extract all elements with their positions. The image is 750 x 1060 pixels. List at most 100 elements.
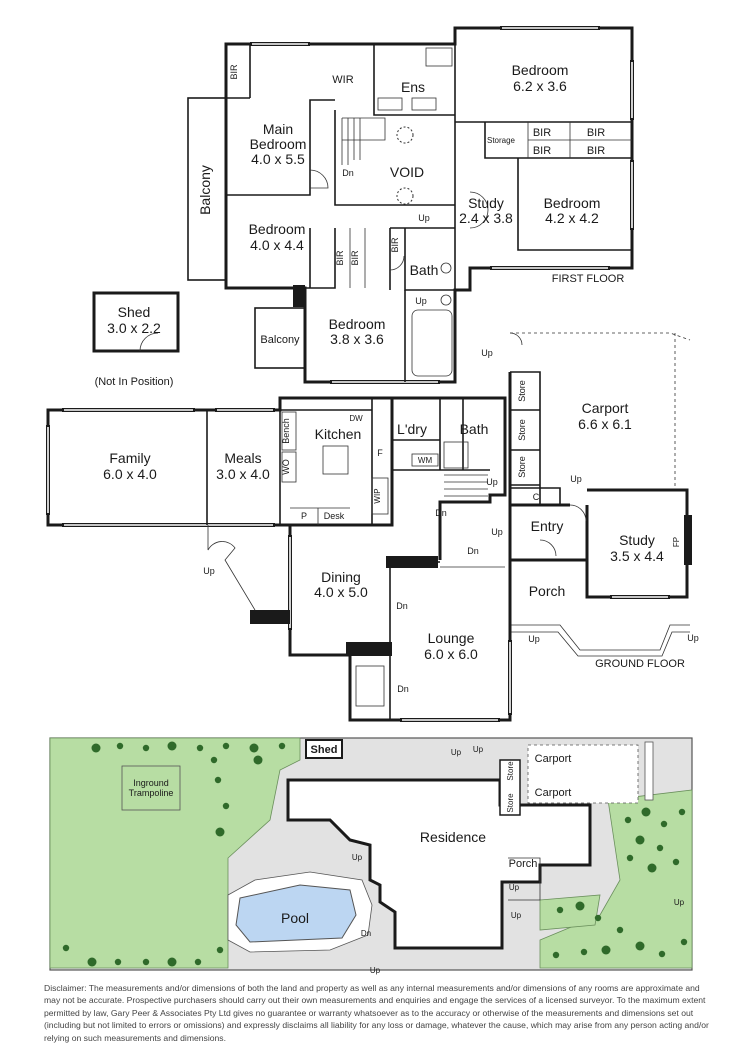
ff-bir-g: BIR	[390, 237, 400, 253]
site-shed	[305, 739, 343, 759]
ff-bir-a: BIR	[533, 127, 551, 139]
site-lawn-right	[539, 789, 693, 969]
gf-up-meals: Up	[203, 566, 215, 576]
site-trees	[62, 741, 688, 967]
disclaimer: Disclaimer: The measurements and/or dime…	[44, 983, 709, 1043]
tree-icon	[167, 741, 177, 751]
gf-wo: WO	[281, 459, 291, 475]
tree-icon	[616, 926, 624, 934]
site-up-3: Up	[352, 853, 363, 862]
ff-main-bedroom-name1: Main	[263, 121, 293, 137]
tree-icon	[142, 958, 150, 966]
tree-icon	[658, 950, 666, 958]
tree-icon	[647, 863, 657, 873]
gf-c: C	[533, 492, 540, 502]
shed-note: (Not In Position)	[95, 376, 174, 388]
ff-bir-b: BIR	[587, 127, 605, 139]
gf-family-name: Family	[109, 450, 150, 466]
ff-bedroom2-name: Bedroom	[544, 195, 601, 211]
tree-icon	[580, 948, 588, 956]
gf-carport-name: Carport	[582, 400, 629, 416]
gf-bench: Bench	[281, 418, 291, 444]
gf-carport-size: 6.6 x 6.1	[578, 416, 632, 432]
gf-store2: Store	[517, 419, 527, 441]
shed-plan	[92, 291, 180, 353]
site-pool-label: Pool	[281, 910, 309, 926]
tree-icon	[672, 858, 680, 866]
site-residence-label: Residence	[420, 829, 486, 845]
gf-dn-hall: Dn	[467, 546, 479, 556]
tree-icon	[116, 742, 124, 750]
tree-icon	[626, 854, 634, 862]
site-carport-1: Carport	[535, 753, 572, 765]
tree-icon	[601, 945, 611, 955]
site-up-2: Up	[473, 745, 484, 754]
ground-floor-label: GROUND FLOOR	[595, 658, 685, 670]
tree-icon	[222, 742, 230, 750]
gf-lounge-name: Lounge	[428, 630, 475, 646]
gf-wip: WIP	[373, 488, 382, 503]
tree-icon	[660, 820, 668, 828]
gf-meals-size: 3.0 x 4.0	[216, 466, 270, 482]
ff-bir-top: BIR	[229, 64, 239, 80]
gf-study-name: Study	[619, 532, 655, 548]
gf-up-entry: Up	[491, 527, 503, 537]
site-store-2: Store	[506, 793, 515, 813]
gf-dining-size: 4.0 x 5.0	[314, 584, 368, 600]
tree-icon	[678, 808, 686, 816]
site-up-5: Up	[511, 911, 522, 920]
shed-name: Shed	[118, 304, 151, 320]
first-floor	[187, 26, 634, 384]
site-up-7: Up	[370, 966, 381, 975]
ff-balcony-left: Balcony	[197, 165, 213, 215]
ff-bedroom1-size: 6.2 x 3.6	[513, 78, 567, 94]
ff-bath: Bath	[410, 262, 439, 278]
gf-desk: Desk	[324, 511, 345, 521]
ff-bedroom4-name: Bedroom	[329, 316, 386, 332]
ff-wir: WIR	[332, 74, 353, 86]
ground-floor	[46, 332, 692, 722]
ff-bedroom4-size: 3.8 x 3.6	[330, 331, 384, 347]
tree-icon	[635, 835, 645, 845]
tree-icon	[210, 756, 218, 764]
first-floor-label: FIRST FLOOR	[552, 273, 625, 285]
tree-icon	[222, 802, 230, 810]
gf-dining-name: Dining	[321, 569, 361, 585]
gf-family-size: 6.0 x 4.0	[103, 466, 157, 482]
site-trampoline-1: Inground	[133, 778, 169, 788]
gf-fp: FP	[672, 537, 681, 547]
site-up-6: Up	[674, 898, 685, 907]
tree-icon	[216, 946, 224, 954]
tree-icon	[167, 957, 177, 967]
ff-void: VOID	[390, 164, 424, 180]
gf-up-stair: Up	[486, 477, 498, 487]
ff-balcony-small: Balcony	[260, 334, 300, 346]
tree-icon	[62, 944, 70, 952]
gf-dw: DW	[349, 414, 363, 423]
ff-bir-c: BIR	[533, 145, 551, 157]
gf-study-size: 3.5 x 4.4	[610, 548, 664, 564]
site-trampoline-2: Trampoline	[129, 788, 174, 798]
gf-dn-stair: Dn	[435, 508, 447, 518]
site-dn-1: Dn	[361, 929, 371, 938]
ff-storage: Storage	[487, 136, 516, 145]
tree-icon	[278, 742, 286, 750]
ff-bir-e: BIR	[335, 250, 345, 266]
tree-icon	[680, 938, 688, 946]
tree-icon	[249, 743, 259, 753]
tree-icon	[196, 744, 204, 752]
shed-size: 3.0 x 2.2	[107, 320, 161, 336]
ff-bedroom1-name: Bedroom	[512, 62, 569, 78]
ff-bedroom2-size: 4.2 x 4.2	[545, 210, 599, 226]
tree-icon	[114, 958, 122, 966]
tree-icon	[552, 951, 560, 959]
gf-store1: Store	[517, 380, 527, 402]
gf-f: F	[377, 448, 383, 458]
tree-icon	[594, 914, 602, 922]
tree-icon	[656, 844, 664, 852]
tree-icon	[556, 906, 564, 914]
gf-laundry: L'dry	[397, 421, 427, 437]
tree-icon	[635, 941, 645, 951]
gf-store3: Store	[517, 456, 527, 478]
